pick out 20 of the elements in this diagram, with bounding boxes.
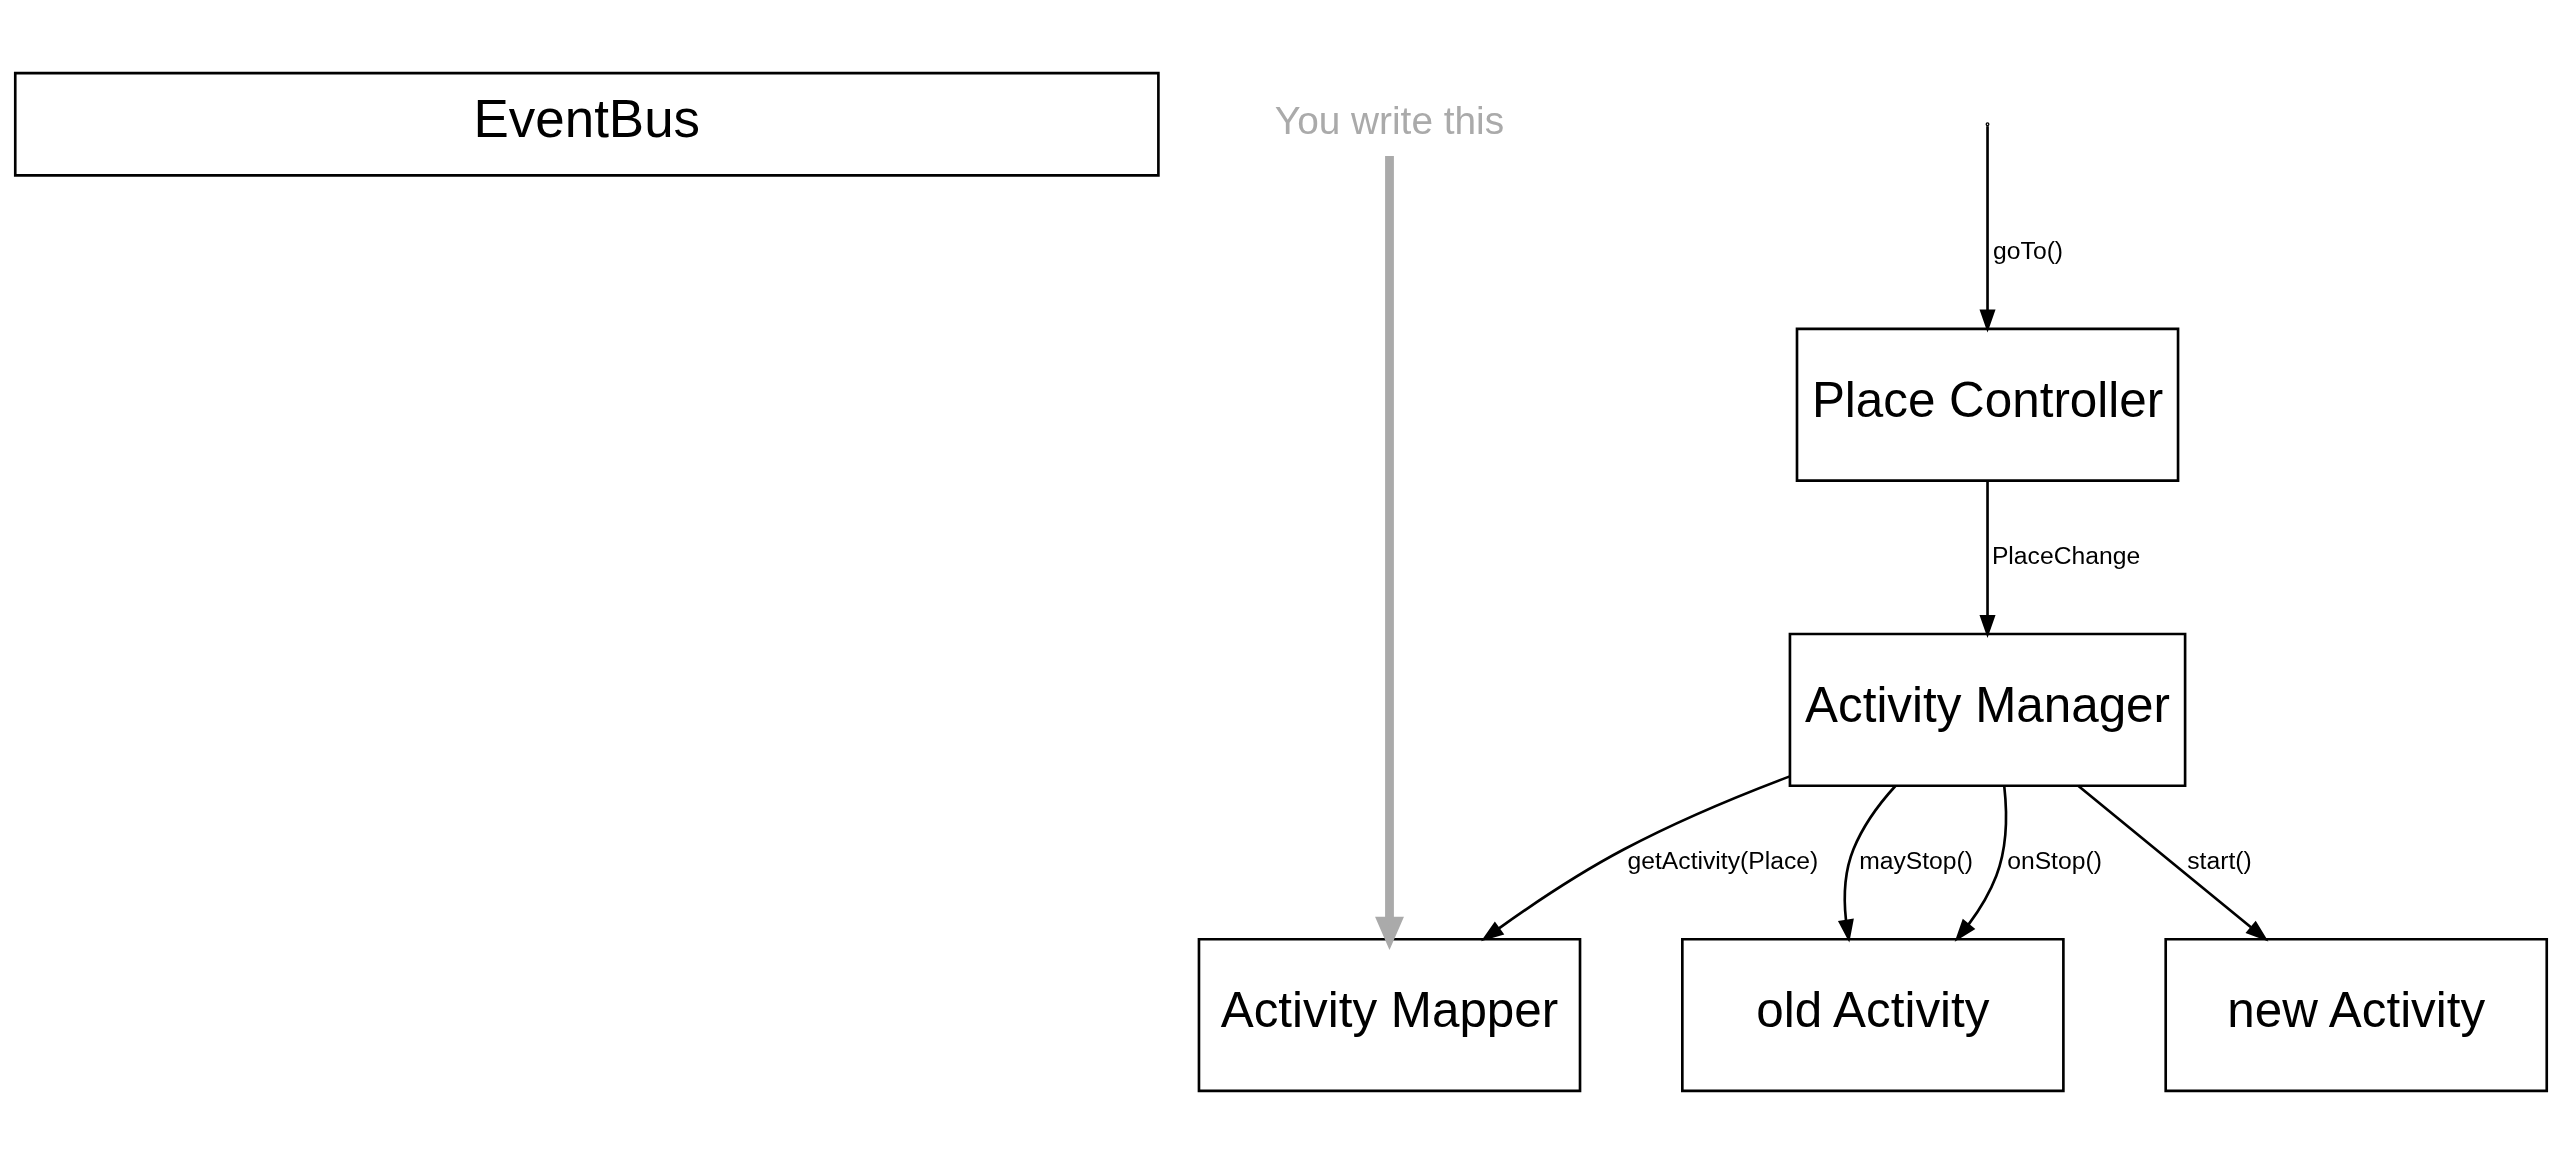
arrow [1837,785,1897,943]
arrow [1979,481,1996,638]
node-text: You write this [1274,99,1505,143]
node-box: EventBus [13,71,1160,177]
edge-label: mayStop() [1859,847,1974,875]
arrow [1480,775,1791,942]
edge-label: onStop() [2007,847,2102,875]
node-box: Activity Manager [1788,632,2187,788]
edge-label: PlaceChange [1991,541,2141,569]
arrow [1375,156,1404,950]
arrow [1954,786,2008,942]
arrow [2077,784,2269,942]
arrow [1979,126,1996,333]
edge-label: getActivity(Place) [1627,847,1819,875]
edge-label: goTo() [1993,236,2064,264]
edge-label: start() [2187,847,2252,875]
node-box: Place Controller [1795,327,2180,482]
node-box: old Activity [1681,937,2065,1093]
node-box: Activity Mapper [1197,937,1582,1093]
node-box: new Activity [2164,937,2549,1093]
